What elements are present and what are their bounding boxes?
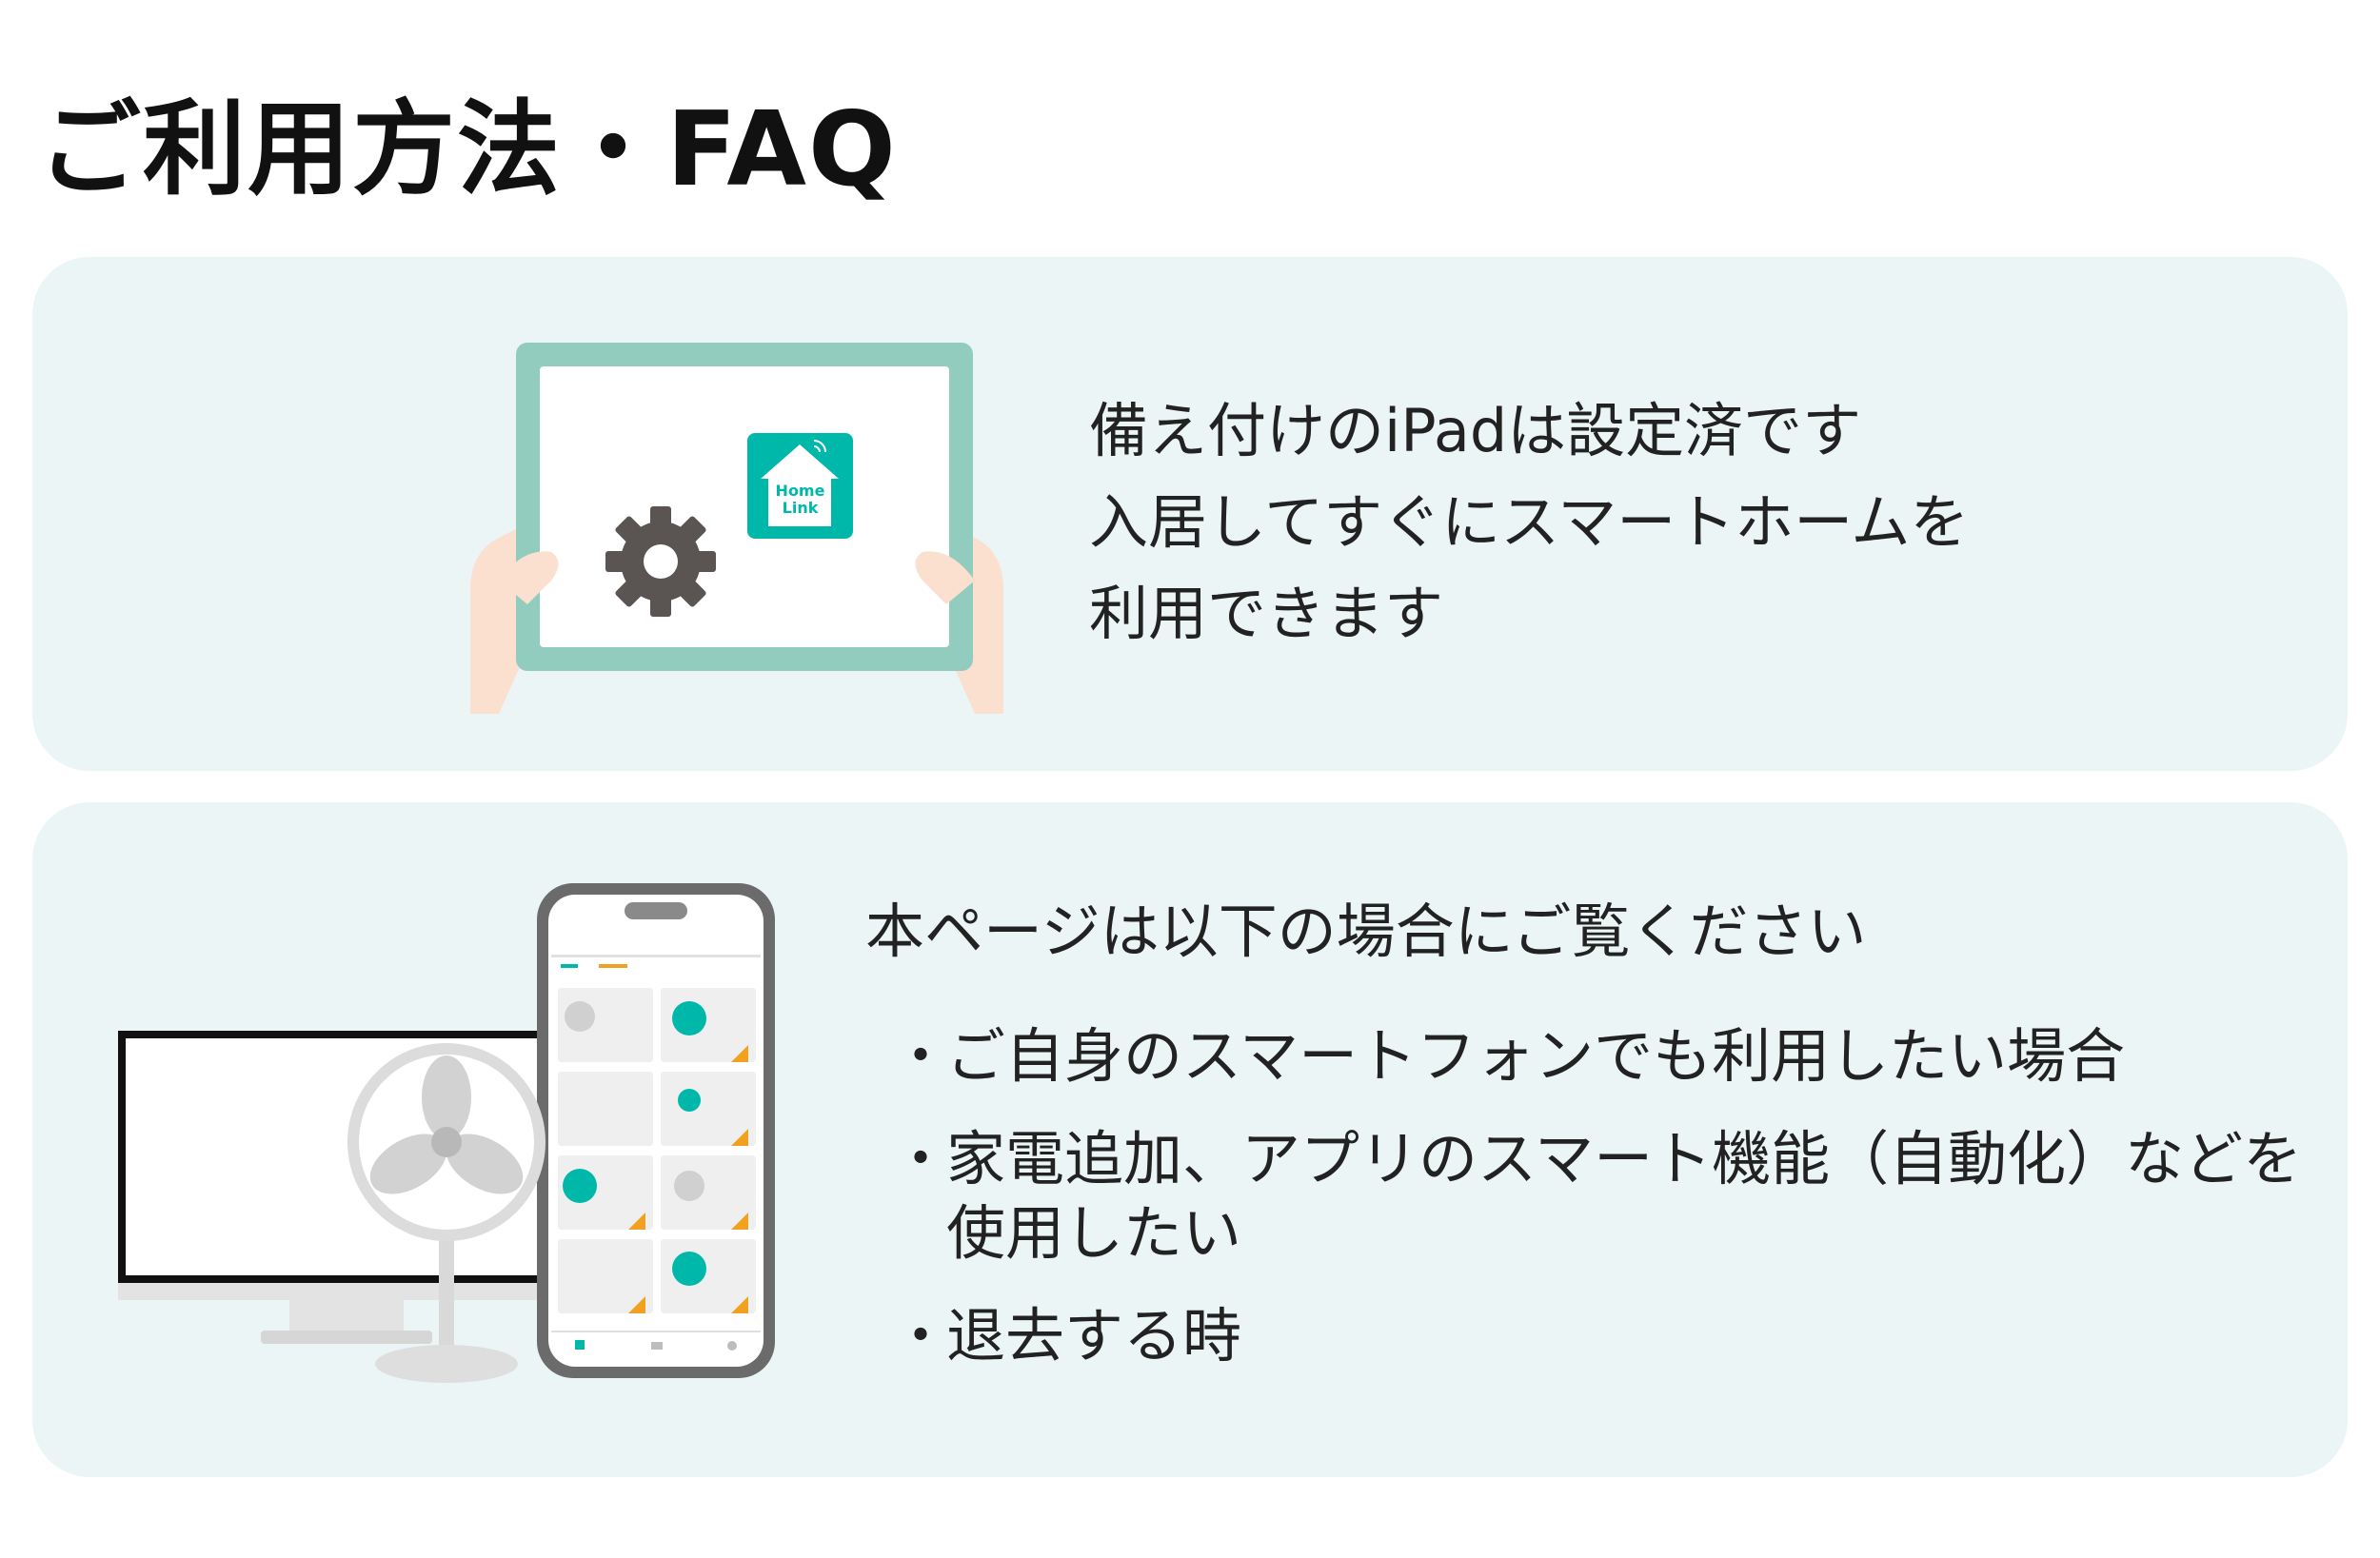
bullet-mark: ・ xyxy=(891,1301,951,1371)
page-title: ご利用方法・FAQ xyxy=(38,90,898,209)
home-link-label-line1: Home xyxy=(775,482,825,500)
list-item: ・ ご自身のスマートフォンでも利用したい場合 xyxy=(880,1019,2346,1094)
list-item-text: ご自身のスマートフォンでも利用したい場合 xyxy=(946,1021,2126,1091)
gear-icon xyxy=(605,506,716,617)
list-item: ・ 退去する時 xyxy=(880,1299,2346,1373)
electric-fan-icon xyxy=(347,1043,545,1383)
devices-illustration xyxy=(118,883,775,1383)
app-tiles xyxy=(558,988,756,1313)
list-item-text: 家電追加、アプリのスマート機能（自動化）などを使用したい xyxy=(946,1124,2303,1268)
ipad-description-line: 備え付けのiPadは設定済です xyxy=(1089,396,1862,465)
tablet-illustration xyxy=(470,343,1003,714)
tablet-screen xyxy=(540,366,949,647)
bullet-mark: ・ xyxy=(891,1124,951,1193)
list-item-text: 退去する時 xyxy=(946,1301,1242,1371)
list-item: ・ 家電追加、アプリのスマート機能（自動化）などを使用したい xyxy=(880,1122,2346,1271)
ipad-description-line: 利用できます xyxy=(1089,579,1444,648)
smartphone-intro: 本ページは以下の場合にご覧ください xyxy=(865,897,1867,966)
ipad-description-line: 入居してすぐにスマートホームを xyxy=(1089,487,1970,557)
ipad-description: 備え付けのiPadは設定済です 入居してすぐにスマートホームを 利用できます xyxy=(1089,385,1969,660)
smartphone-icon xyxy=(537,883,775,1378)
usage-case-list: ・ ご自身のスマートフォンでも利用したい場合 ・ 家電追加、アプリのスマート機能… xyxy=(880,1019,2346,1402)
home-link-app-icon: Home Link xyxy=(747,433,853,539)
home-link-label-line2: Link xyxy=(782,499,819,517)
smartphone-info-card: 本ページは以下の場合にご覧ください ・ ご自身のスマートフォンでも利用したい場合… xyxy=(32,802,2348,1477)
ipad-info-card: Home Link 備え付けのiPadは設定済です 入居してすぐにスマートホーム… xyxy=(32,257,2348,771)
bullet-mark: ・ xyxy=(891,1021,951,1091)
